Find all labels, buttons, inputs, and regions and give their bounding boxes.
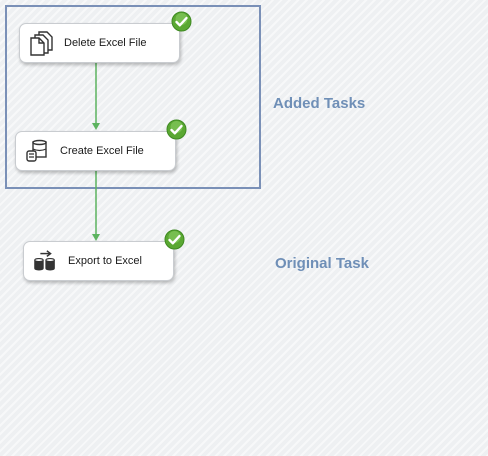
data-flow-icon [34,250,55,271]
file-system-icon [30,31,53,56]
task-label: Export to Excel [68,255,142,267]
success-check-icon [166,119,187,140]
sql-task-icon [26,139,47,162]
annotation-original-task[interactable]: Original Task [275,255,369,272]
task-create-excel-file[interactable]: Create Excel File [15,131,176,171]
success-check-icon [171,11,192,32]
task-label: Delete Excel File [64,37,147,49]
annotation-added-tasks[interactable]: Added Tasks [273,95,366,112]
precedence-constraint-create-to-export[interactable] [92,170,100,241]
success-check-icon [164,229,185,250]
task-export-to-excel[interactable]: Export to Excel [23,241,174,281]
precedence-constraint-delete-to-create[interactable] [92,62,100,130]
task-delete-excel-file[interactable]: Delete Excel File [19,23,180,63]
added-tasks-container[interactable] [5,5,261,189]
task-label: Create Excel File [60,145,144,157]
